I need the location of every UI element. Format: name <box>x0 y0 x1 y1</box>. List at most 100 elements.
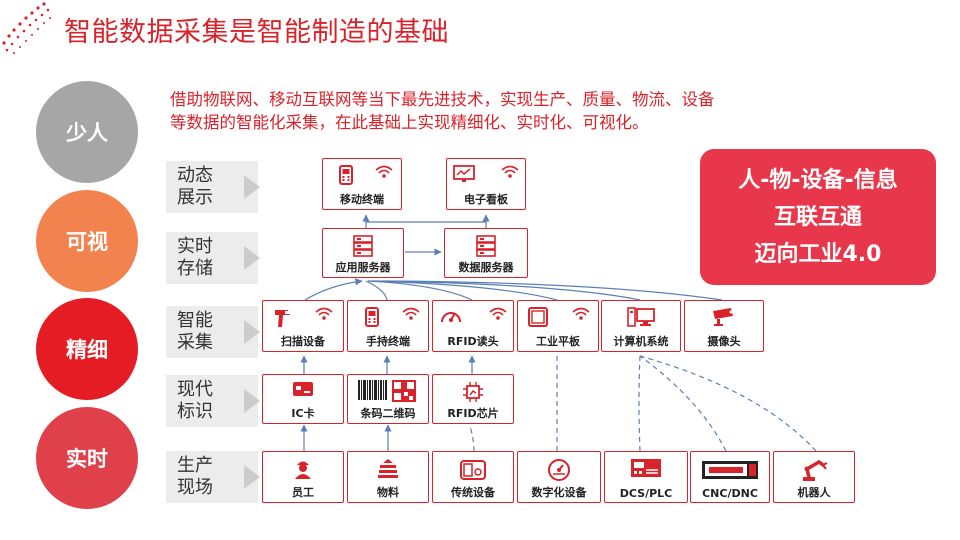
camera-icon <box>713 308 733 326</box>
node-label: 电子看板 <box>464 193 508 206</box>
node-label: IC卡 <box>291 407 315 420</box>
server-icon <box>476 235 496 257</box>
digital-gauge-icon <box>548 459 570 481</box>
handheld-terminal-icon <box>365 307 379 327</box>
row-label-text: 采集 <box>177 332 213 353</box>
node-dcs-plc: DCS/PLC <box>604 451 688 503</box>
node-material: 物料 <box>347 451 429 503</box>
node-label: DCS/PLC <box>619 487 673 500</box>
row-label-text: 智能 <box>177 310 213 331</box>
plc-controller-icon <box>631 459 661 477</box>
row-label-display: 动态 展示 <box>166 161 260 213</box>
mobile-terminal-icon <box>339 165 353 185</box>
info-line-2: 互联互通 <box>773 204 862 230</box>
node-label: 条码二维码 <box>360 407 416 420</box>
row-label-field: 生产 现场 <box>166 451 260 503</box>
intro-line-2: 等数据的智能化采集，在此基础上实现精细化、实时化、可视化。 <box>170 113 649 132</box>
row-label-text: 动态 <box>177 165 213 186</box>
node-label: 员工 <box>292 486 314 499</box>
wifi-icon <box>315 307 333 320</box>
row-arrow-icon <box>244 320 260 344</box>
node-label: RFID芯片 <box>447 407 499 420</box>
node-label: CNC/DNC <box>702 487 758 500</box>
node-label: 应用服务器 <box>335 261 391 274</box>
computer-icon <box>627 307 655 327</box>
row-arrow-icon <box>244 175 260 199</box>
node-rfid-chip: RFID芯片 <box>432 374 514 424</box>
node-camera: 摄像头 <box>684 300 764 352</box>
info-box: 人-物-设备-信息 互联互通 迈向工业4.0 <box>700 149 936 285</box>
intro-line-1: 借助物联网、移动互联网等当下最先进技术，实现生产、质量、物流、设备 <box>170 90 715 109</box>
node-scanner: 扫描设备 <box>262 300 344 352</box>
barcode-qr-icon <box>358 380 416 402</box>
intro-text: 借助物联网、移动互联网等当下最先进技术，实现生产、质量、物流、设备 等数据的智能… <box>170 88 890 134</box>
node-label: 工业平板 <box>536 335 580 348</box>
node-app-server: 应用服务器 <box>322 228 404 278</box>
node-computer: 计算机系统 <box>601 300 681 352</box>
cnc-machine-icon <box>702 461 758 479</box>
traditional-equipment-icon <box>460 460 486 480</box>
node-cnc-dnc: CNC/DNC <box>690 451 770 503</box>
node-handheld: 手持终端 <box>347 300 429 352</box>
row-arrow-icon <box>244 246 260 270</box>
row-label-identification: 现代 标识 <box>166 375 260 427</box>
node-e-board: 电子看板 <box>446 158 526 210</box>
node-digital-equipment: 数字化设备 <box>517 451 601 503</box>
row-label-text: 标识 <box>177 401 213 422</box>
circle-few-people: 少人 <box>36 81 138 183</box>
rfid-reader-icon <box>441 312 461 323</box>
row-arrow-icon <box>244 465 260 489</box>
row-label-text: 生产 <box>177 455 213 476</box>
row-label-collection: 智能 采集 <box>166 306 260 358</box>
material-stack-icon <box>378 459 398 478</box>
worker-icon <box>295 461 311 479</box>
node-worker: 员工 <box>262 451 344 503</box>
node-traditional-equipment: 传统设备 <box>432 451 514 503</box>
wifi-icon <box>375 165 393 178</box>
row-arrow-icon <box>244 389 260 413</box>
node-barcode-qr: 条码二维码 <box>347 374 429 424</box>
info-line-1: 人-物-设备-信息 <box>738 167 898 193</box>
node-label: 移动终端 <box>340 193 384 206</box>
node-label: 机器人 <box>797 486 831 499</box>
row-label-text: 现代 <box>177 379 213 400</box>
monitor-board-icon <box>453 165 475 182</box>
dotted-logo <box>2 2 51 54</box>
node-label: 手持终端 <box>366 335 410 348</box>
node-robot: 机器人 <box>773 451 855 503</box>
server-icon <box>353 235 373 257</box>
row-label-text: 实时 <box>177 236 213 257</box>
row-label-text: 存储 <box>177 258 213 279</box>
wifi-icon <box>501 165 519 178</box>
circle-refined: 精细 <box>36 298 138 400</box>
node-label: 传统设备 <box>451 486 495 499</box>
ic-card-icon <box>293 382 313 396</box>
node-data-server: 数据服务器 <box>444 228 528 278</box>
wifi-icon <box>402 307 420 320</box>
node-label: 数据服务器 <box>458 261 514 274</box>
robot-arm-icon <box>803 459 828 481</box>
page-title: 智能数据采集是智能制造的基础 <box>64 17 449 48</box>
scanner-gun-icon <box>275 310 291 327</box>
rfid-chip-icon <box>463 382 483 402</box>
node-label: 物料 <box>377 486 399 499</box>
wifi-icon <box>572 307 590 320</box>
node-rfid-reader: RFID读头 <box>432 300 514 352</box>
row-label-text: 展示 <box>177 187 213 208</box>
node-ic-card: IC卡 <box>262 374 344 424</box>
node-label: 扫描设备 <box>281 335 325 348</box>
wifi-icon <box>489 307 507 320</box>
circle-visual: 可视 <box>36 190 138 292</box>
row-label-text: 现场 <box>177 477 213 498</box>
node-label: 计算机系统 <box>613 335 669 348</box>
node-industrial-tablet: 工业平板 <box>517 300 599 352</box>
node-label: 摄像头 <box>707 335 741 348</box>
node-mobile-terminal: 移动终端 <box>322 158 402 210</box>
row-label-storage: 实时 存储 <box>166 232 260 284</box>
circle-realtime: 实时 <box>36 407 138 509</box>
industrial-tablet-icon <box>528 307 548 327</box>
info-line-3: 迈向工业4.0 <box>754 241 882 267</box>
node-label: RFID读头 <box>447 335 499 348</box>
node-label: 数字化设备 <box>531 486 587 499</box>
